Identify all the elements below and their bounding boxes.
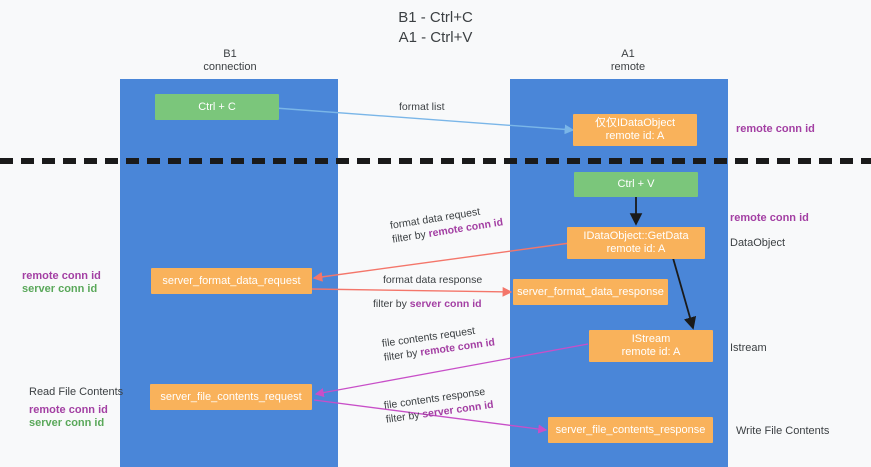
side-label-remote-conn-id-top: remote conn id bbox=[736, 123, 815, 135]
side-label-read-file-contents: Read File Contents bbox=[29, 386, 124, 398]
node-getdata-line2: remote id: A bbox=[606, 243, 666, 255]
side-label-dataobject: DataObject bbox=[730, 237, 786, 249]
filter-key-server-conn-id: server conn id bbox=[409, 298, 482, 310]
node-server-file-contents-request[interactable]: server_file_contents_request bbox=[150, 384, 312, 410]
lane-header-a1-subtitle: remote bbox=[610, 61, 646, 73]
side-label-istream: Istream bbox=[730, 342, 767, 354]
node-ctrl-v-label: Ctrl + V bbox=[617, 178, 655, 190]
node-idataobject[interactable]: 仅仅IDataObject remote id: A bbox=[573, 114, 697, 146]
connector-getdata-istream bbox=[672, 257, 697, 330]
node-server-file-contents-response[interactable]: server_file_contents_response bbox=[548, 417, 713, 443]
title-line-1: B1 - Ctrl+C bbox=[398, 9, 473, 26]
connector-format-data-request bbox=[312, 242, 571, 282]
edge-label-format-data-response-filter: filter by server conn id bbox=[373, 297, 482, 311]
node-server-file-contents-response-label: server_file_contents_response bbox=[555, 423, 706, 436]
lane-header-b1-title: B1 bbox=[223, 48, 237, 60]
node-ctrl-c-label: Ctrl + C bbox=[198, 100, 236, 113]
node-ctrl-v[interactable]: Ctrl + V bbox=[574, 172, 698, 197]
connector-format-data-response bbox=[311, 286, 513, 297]
node-ctrl-c[interactable]: Ctrl + C bbox=[155, 94, 279, 120]
phase-divider bbox=[0, 158, 871, 164]
filter-prefix-2: filter by bbox=[373, 298, 410, 310]
connector-file-contents-request bbox=[314, 343, 589, 398]
node-idataobject-line1: 仅仅IDataObject bbox=[594, 117, 676, 129]
lane-header-b1: B1 connection bbox=[140, 48, 320, 74]
node-getdata[interactable]: IDataObject::GetData remote id: A bbox=[567, 227, 705, 259]
node-idataobject-line2: remote id: A bbox=[605, 130, 665, 142]
side-label-remote-conn-id-mid: remote conn id bbox=[730, 212, 809, 224]
side-label-left-server-conn-id: server conn id bbox=[22, 283, 98, 295]
side-label-left-server-conn-id-2: server conn id bbox=[29, 417, 105, 429]
page-title: B1 - Ctrl+C A1 - Ctrl+V bbox=[0, 8, 871, 48]
lane-header-a1: A1 remote bbox=[538, 48, 718, 74]
node-server-format-data-response[interactable]: server_format_data_response bbox=[513, 279, 668, 305]
edge-label-format-list-text: format list bbox=[399, 101, 445, 113]
node-istream-line2: remote id: A bbox=[621, 346, 681, 358]
lane-header-b1-subtitle: connection bbox=[203, 61, 257, 73]
edge-label-format-list: format list bbox=[399, 100, 445, 114]
node-server-format-data-response-label: server_format_data_response bbox=[517, 285, 664, 298]
side-label-left-remote-conn-id-2: remote conn id bbox=[29, 404, 108, 416]
side-label-write-file-contents: Write File Contents bbox=[736, 425, 830, 437]
node-server-format-data-request[interactable]: server_format_data_request bbox=[151, 268, 312, 294]
node-istream-line1: IStream bbox=[631, 333, 671, 345]
side-label-left-remote-conn-id: remote conn id bbox=[22, 270, 101, 282]
title-line-2: A1 - Ctrl+V bbox=[398, 29, 473, 46]
lane-header-a1-title: A1 bbox=[621, 48, 635, 60]
node-server-file-contents-request-label: server_file_contents_request bbox=[160, 390, 302, 403]
connector-file-contents-response bbox=[313, 399, 548, 434]
node-getdata-line1: IDataObject::GetData bbox=[583, 230, 689, 242]
edge-label-format-data-response: format data response bbox=[383, 273, 482, 287]
node-istream[interactable]: IStream remote id: A bbox=[589, 330, 713, 362]
connector-format-list bbox=[274, 107, 575, 135]
edge-label-format-data-response-text: format data response bbox=[383, 274, 483, 286]
node-server-format-data-request-label: server_format_data_request bbox=[162, 274, 301, 287]
